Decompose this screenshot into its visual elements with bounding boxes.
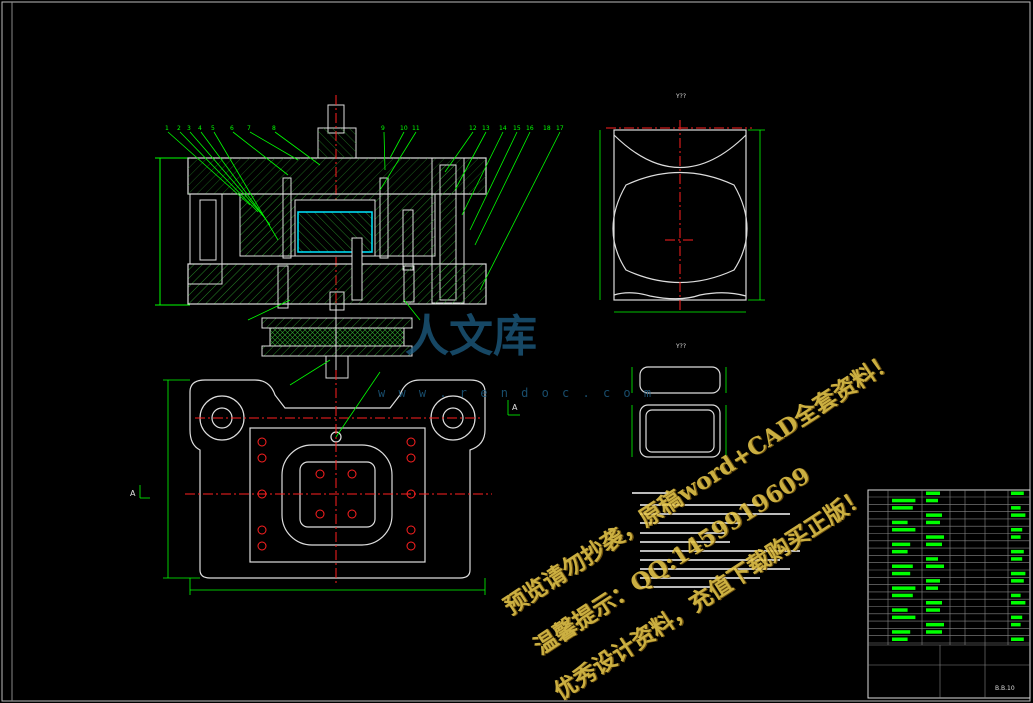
part-number-2: 2	[177, 125, 181, 132]
bom-cell	[892, 520, 908, 525]
bom-cell	[892, 506, 913, 510]
part-section-views	[639, 366, 721, 458]
bom-cell	[892, 528, 916, 532]
part-number-8: 8	[272, 125, 276, 132]
part-number-18: 18	[543, 125, 551, 132]
bom-cell	[926, 622, 944, 627]
section-view-assembly	[155, 95, 561, 386]
blank-dimensions	[599, 129, 765, 313]
bom-cell	[1011, 528, 1023, 532]
bom-cell	[1011, 513, 1026, 517]
bom-cell	[1011, 506, 1021, 510]
technical-notes	[632, 492, 800, 588]
bom-cell	[926, 542, 942, 547]
bom-cell	[1011, 579, 1024, 583]
bom-cell	[1011, 491, 1024, 495]
bom-cell	[892, 498, 916, 503]
bom-cell	[892, 564, 913, 568]
bom-cell	[926, 535, 944, 539]
part-number-1: 1	[165, 125, 169, 132]
part-number-6: 6	[230, 125, 234, 132]
logo-watermark: 人文库	[405, 311, 537, 362]
plan-view-die-base	[189, 379, 486, 579]
bom-cell	[1011, 615, 1023, 620]
logo-url: w w w . r e n d o c . c o m	[378, 386, 655, 400]
center-lines	[185, 370, 492, 585]
svg-text:Y??: Y??	[675, 343, 686, 350]
bill-of-materials: B.B.10	[867, 489, 1031, 699]
part-number-5: 5	[211, 125, 215, 132]
bom-cell	[926, 520, 940, 525]
part-number-17: 17	[556, 125, 564, 132]
bom-cell	[926, 513, 942, 517]
part-number-14: 14	[499, 125, 507, 132]
bom-cell	[926, 586, 938, 590]
part-number-16: 16	[526, 125, 534, 132]
bom-cell	[926, 498, 938, 503]
svg-text:B.B.10: B.B.10	[995, 685, 1015, 692]
bom-cell	[926, 557, 938, 561]
bom-cell	[926, 608, 940, 612]
part-number-3: 3	[187, 125, 191, 132]
bom-cell	[892, 615, 916, 620]
svg-text:A: A	[512, 403, 518, 412]
bom-cell	[926, 491, 940, 495]
part-number-11: 11	[412, 125, 420, 132]
bom-cell	[926, 601, 942, 605]
bom-cell	[926, 564, 944, 568]
bom-cell	[892, 637, 908, 641]
part-number-15: 15	[513, 125, 521, 132]
bom-cell	[892, 593, 913, 598]
section-markers: A A	[130, 403, 518, 498]
svg-text:Y??: Y??	[675, 93, 686, 100]
plan-dimensions	[139, 371, 520, 595]
bom-cell	[1011, 601, 1026, 605]
part-number-9: 9	[381, 125, 385, 132]
bom-cell	[892, 608, 908, 612]
part-number-13: 13	[482, 125, 490, 132]
part-number-labels: 1 2 3 4 5 6 7 8 9 10 11 12 13 14 15 16 1…	[165, 125, 564, 132]
part-number-10: 10	[400, 125, 408, 132]
bom-cell	[1011, 557, 1023, 561]
bom-cell	[1011, 571, 1026, 576]
bom-cell	[1011, 549, 1024, 554]
bom-cell	[1011, 535, 1021, 539]
bom-cell	[926, 630, 942, 634]
bom-cell	[892, 571, 911, 576]
bom-cell	[1011, 622, 1021, 627]
bom-cell	[926, 579, 940, 583]
svg-text:A: A	[130, 489, 136, 498]
part-number-12: 12	[469, 125, 477, 132]
bom-cell	[1011, 637, 1024, 641]
part-number-7: 7	[247, 125, 251, 132]
bom-cell	[892, 630, 911, 634]
bom-cell	[892, 586, 916, 590]
bom-cell	[892, 542, 911, 547]
bom-cell	[1011, 593, 1021, 598]
part-number-4: 4	[198, 125, 202, 132]
bom-cell	[892, 549, 908, 554]
